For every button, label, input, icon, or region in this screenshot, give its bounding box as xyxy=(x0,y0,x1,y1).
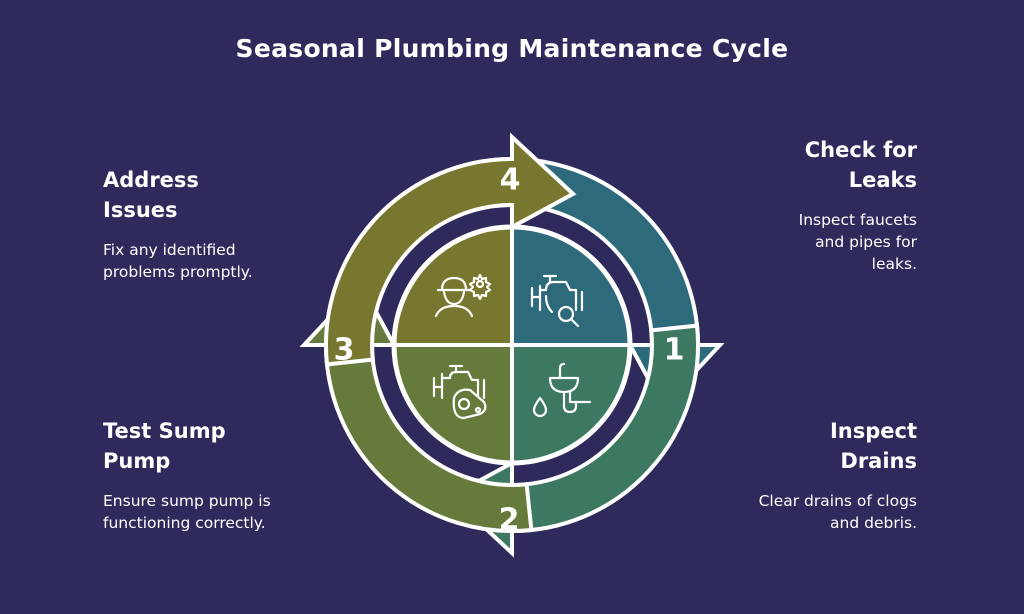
step-3-title-line2: Pump xyxy=(103,449,171,473)
step-1-description: Inspect faucets and pipes for leaks. xyxy=(798,211,917,273)
step-1-number: 1 xyxy=(664,333,685,368)
step-3-number: 3 xyxy=(334,333,355,368)
faucet-magnifier-icon xyxy=(530,274,584,328)
step-4-number: 4 xyxy=(500,163,521,198)
step-3-title-line1: Test Sump xyxy=(103,419,226,443)
step-1-title-line2: Leaks xyxy=(848,168,917,192)
step-4-title-line1: Address xyxy=(103,168,199,192)
quadrant-4 xyxy=(394,227,512,345)
step-4-title-line2: Issues xyxy=(103,198,178,222)
worker-gear-icon xyxy=(434,273,492,318)
step-2-title-line1: Inspect xyxy=(829,419,917,443)
sump-pump-icon xyxy=(432,364,487,420)
step-2-description: Clear drains of clogs and debris. xyxy=(758,492,917,532)
step-4-arrow xyxy=(324,132,577,367)
quadrant-1 xyxy=(512,227,630,345)
diagram-title: Seasonal Plumbing Maintenance Cycle xyxy=(235,34,789,63)
step-4-description: Fix any identified problems promptly. xyxy=(103,241,253,281)
sink-drain-icon xyxy=(532,362,592,418)
step-3-description: Ensure sump pump is functioning correctl… xyxy=(103,492,271,532)
quadrant-2 xyxy=(512,345,630,463)
step-2-number: 2 xyxy=(499,503,520,538)
step-2-title-line2: Drains xyxy=(840,449,917,473)
step-1-title-line1: Check for xyxy=(804,138,917,162)
